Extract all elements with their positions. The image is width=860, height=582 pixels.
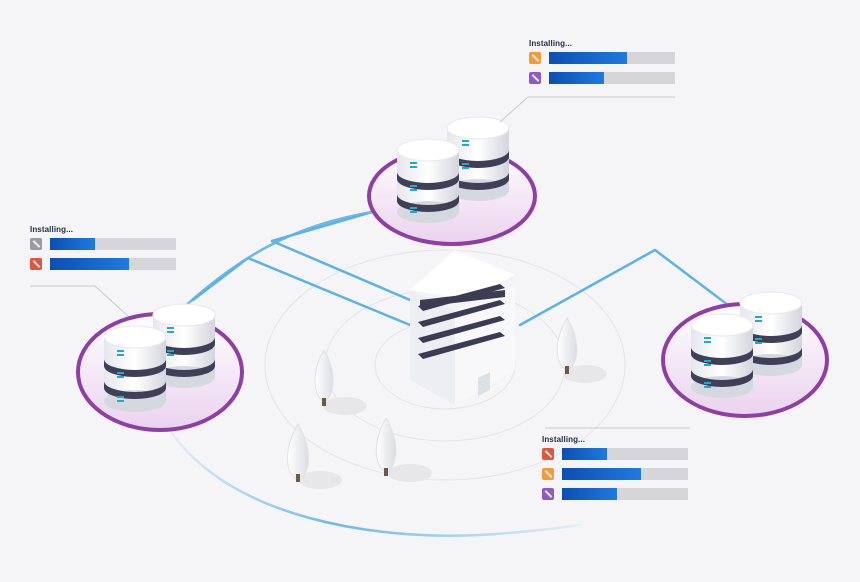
app-icon (30, 258, 42, 270)
database-cylinder (103, 325, 167, 412)
progress-fill (50, 238, 96, 250)
progress-fill (562, 468, 642, 480)
progress-fill (549, 72, 605, 84)
database-cluster-right (650, 291, 840, 423)
progress-bar (549, 72, 675, 84)
progress-bar (562, 488, 688, 500)
progress-bar (562, 448, 688, 460)
progress-bar (50, 238, 176, 250)
install-row (542, 448, 688, 460)
install-row (529, 52, 675, 64)
app-icon (30, 238, 42, 250)
install-row (30, 258, 176, 270)
app-icon (529, 52, 541, 64)
connection-line-top-arc (158, 210, 374, 332)
leader-lines (30, 96, 690, 429)
app-icon (542, 488, 554, 500)
progress-bar (50, 258, 176, 270)
database-cylinder (690, 313, 754, 398)
connection-line-left (191, 256, 412, 327)
install-row (30, 238, 176, 250)
progress-bar (562, 468, 688, 480)
connection-line-right (518, 248, 730, 327)
connection-line-center (270, 239, 412, 302)
database-cluster-left (65, 302, 255, 434)
install-row (542, 468, 688, 480)
install-status-title: Installing... (542, 435, 586, 444)
office-building (410, 250, 515, 405)
app-icon (542, 448, 554, 460)
building-floors (418, 284, 505, 359)
connection-lines (158, 210, 730, 537)
tree-4 (556, 317, 578, 374)
install-row (529, 72, 675, 84)
database-cylinder (396, 138, 460, 223)
install-panel-right: Installing... (542, 435, 688, 508)
install-row (542, 488, 688, 500)
tree-2 (287, 423, 309, 482)
app-icon (529, 72, 541, 84)
install-status-title: Installing... (30, 225, 74, 234)
tree-3 (375, 417, 397, 476)
tree-shadows (298, 365, 607, 489)
install-status-title: Installing... (529, 39, 573, 48)
database-cluster-top (357, 116, 547, 254)
connection-line-bottom (168, 428, 582, 537)
install-panel-top: Installing... (529, 39, 675, 92)
progress-fill (50, 258, 130, 270)
progress-fill (562, 488, 618, 500)
install-panel-left: Installing... (30, 225, 176, 278)
progress-fill (562, 448, 608, 460)
progress-fill (549, 52, 628, 64)
progress-bar (549, 52, 675, 64)
app-icon (542, 468, 554, 480)
tree-1 (314, 349, 334, 406)
database-cylinder (152, 303, 216, 388)
